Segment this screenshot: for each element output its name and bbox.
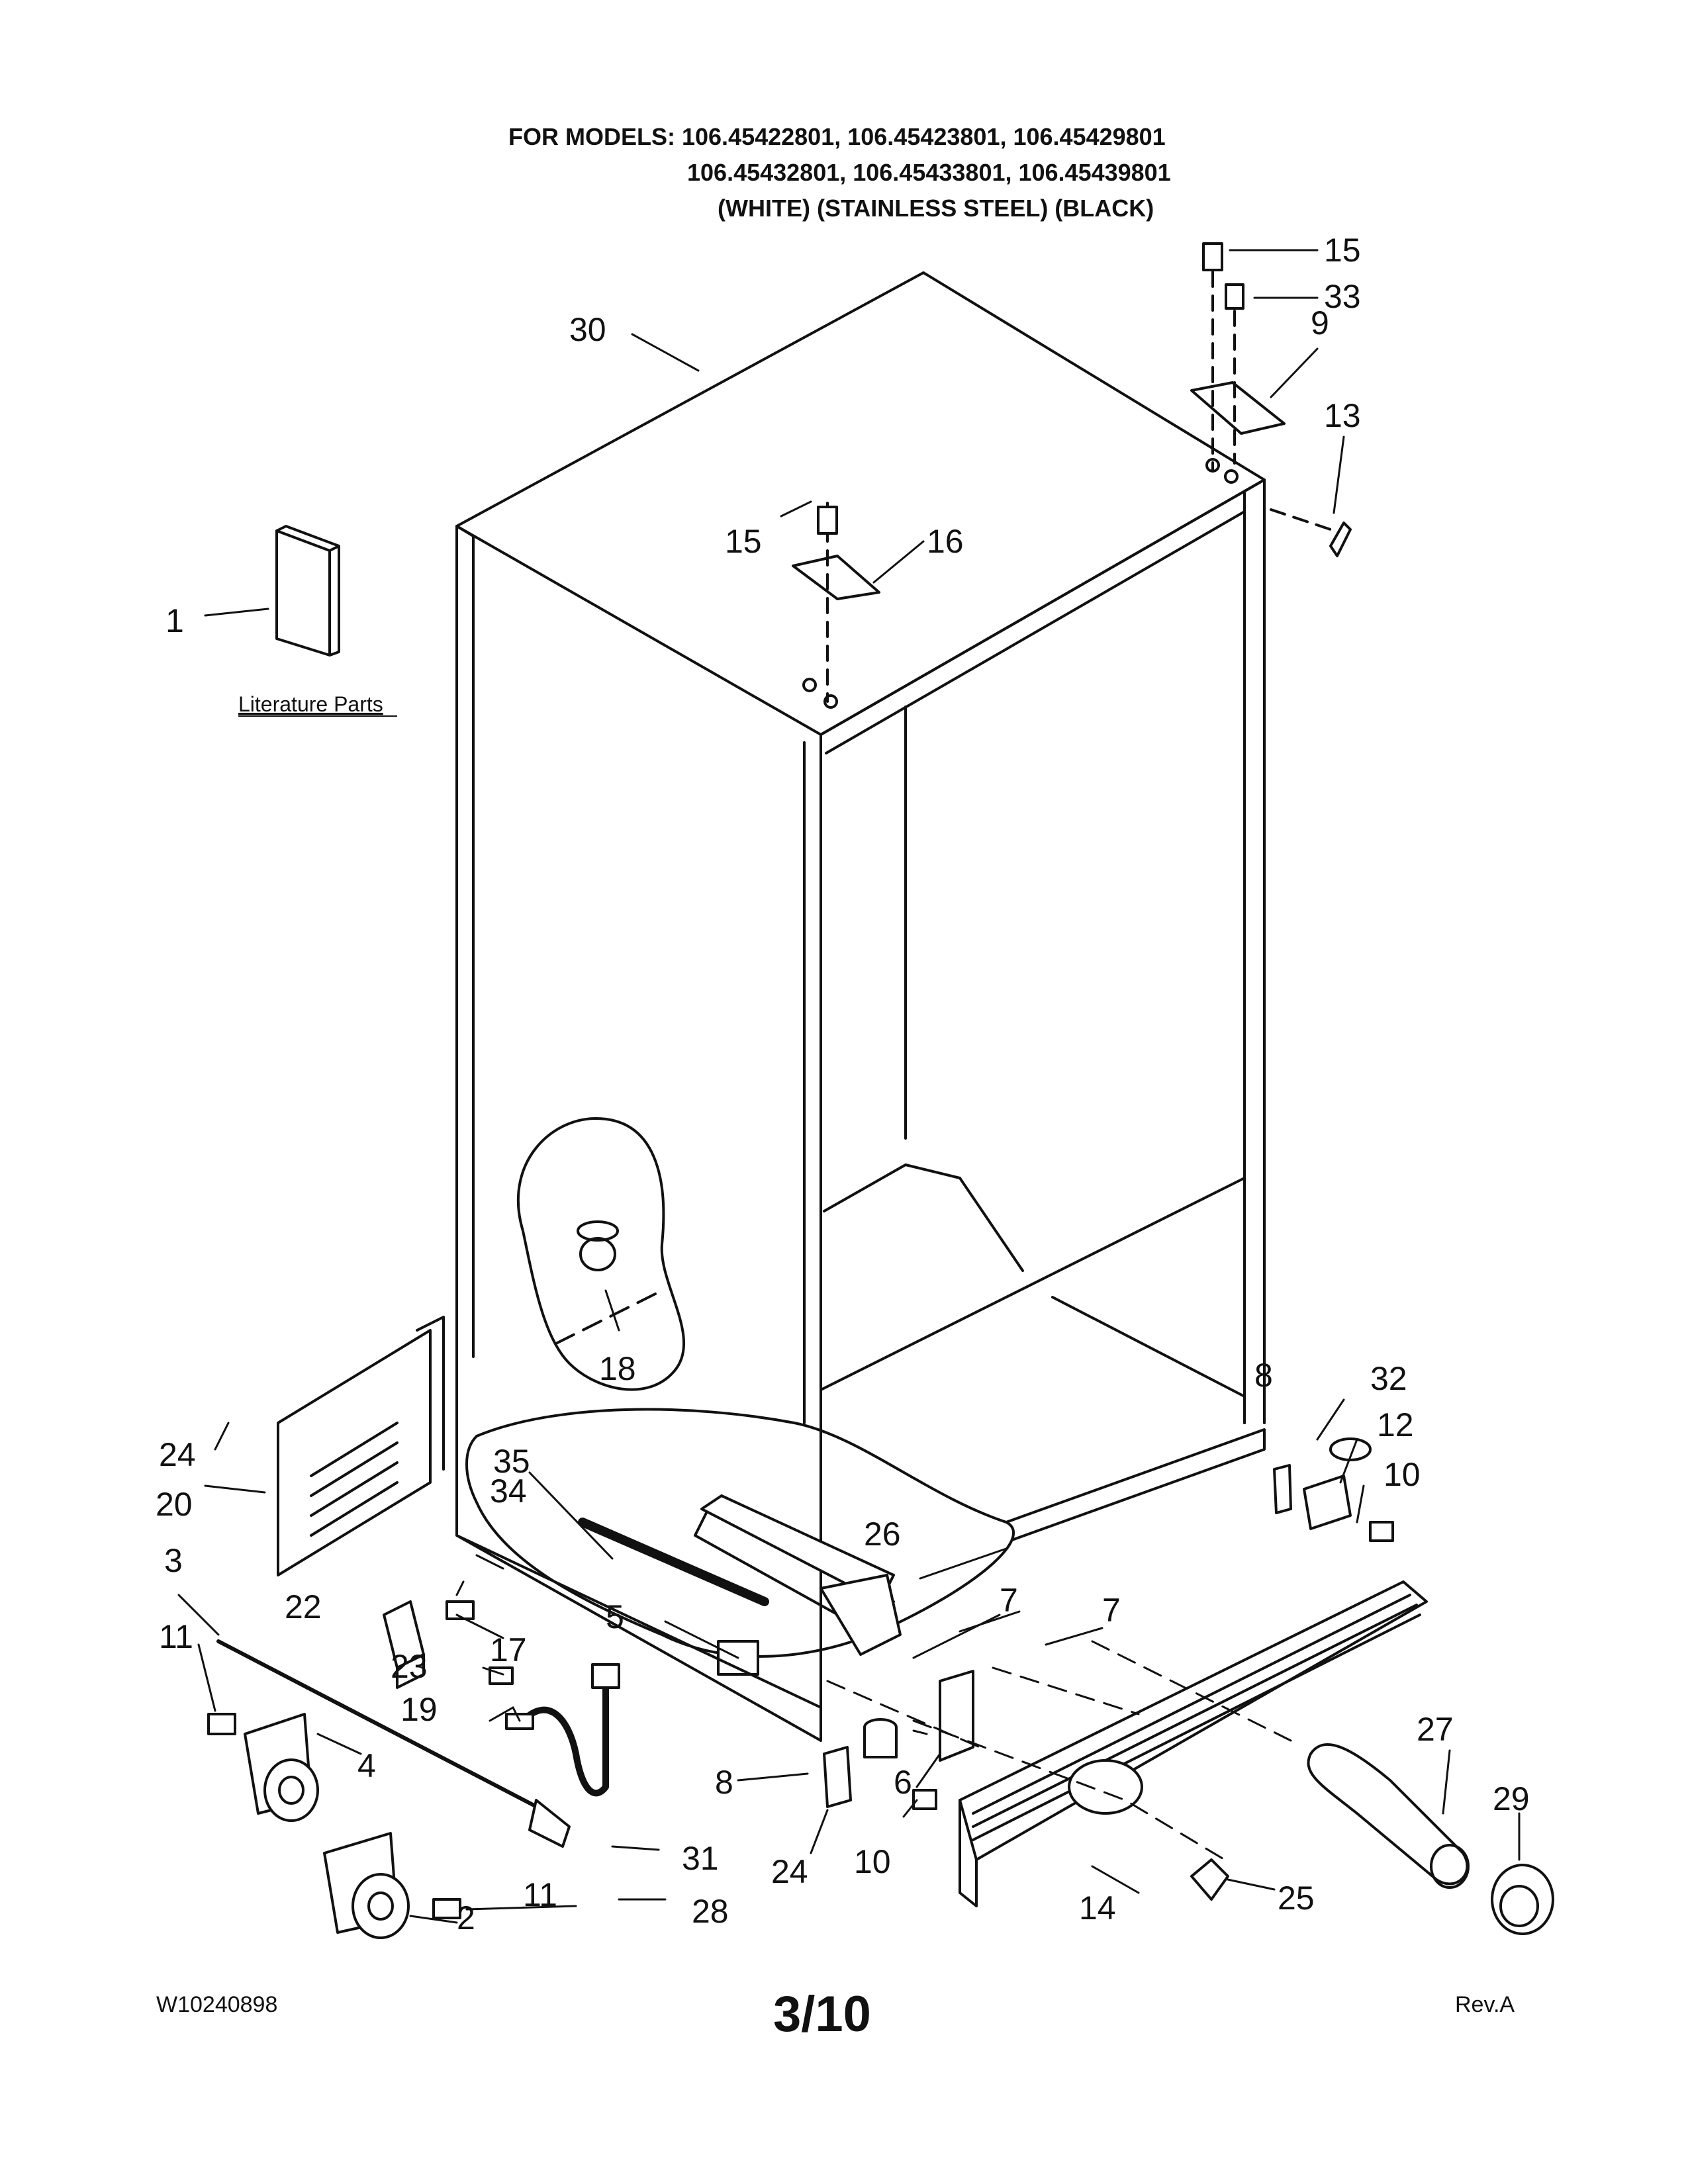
- part-number-label: 17: [490, 1631, 527, 1668]
- top-hinge-left: [792, 502, 880, 709]
- filter-cartridge: [1307, 1743, 1470, 1889]
- part-number-label: 6: [894, 1764, 912, 1801]
- part-number-label: 7: [1102, 1592, 1121, 1629]
- part-number-label: 19: [400, 1691, 438, 1728]
- cover-6: [939, 1670, 974, 1762]
- literature-booklet: [275, 525, 340, 657]
- part-number-label: 24: [771, 1853, 808, 1890]
- part-number-label: 23: [391, 1648, 428, 1685]
- part-number-label: 8: [1254, 1357, 1273, 1394]
- part-number-label: 16: [927, 523, 964, 560]
- part-number-label: 29: [1493, 1780, 1530, 1817]
- grille-14: [959, 1580, 1428, 1907]
- bottom-hinge-left: [823, 1718, 937, 1810]
- part-number-label: 15: [1324, 232, 1361, 269]
- part-number-label: 31: [682, 1840, 719, 1877]
- part-number-label: 32: [1370, 1360, 1407, 1397]
- water-tube: [505, 1663, 620, 1797]
- part-number-label: 22: [285, 1588, 322, 1625]
- part-number-label: 35: [493, 1443, 530, 1480]
- models-line-2: 106.45432801, 106.45433801, 106.45439801: [687, 159, 1171, 186]
- color-variants: (WHITE) (STAINLESS STEEL) (BLACK): [718, 195, 1154, 222]
- part-number-label: 11: [523, 1876, 557, 1913]
- cabinet: [455, 271, 1266, 1543]
- filter-housing: [700, 1494, 902, 1656]
- part-number-label: 10: [1383, 1456, 1421, 1493]
- part-number-label: 28: [692, 1893, 729, 1930]
- part-number-label: 12: [1377, 1406, 1414, 1443]
- part-number-label: 3: [164, 1542, 183, 1579]
- cutaway-grommet: [516, 1117, 686, 1391]
- part-number-label: 11: [159, 1618, 193, 1655]
- revision: Rev.A: [1455, 1992, 1515, 2017]
- part-number-label: 10: [854, 1843, 891, 1880]
- top-hinge-right: [1190, 242, 1352, 557]
- part-number-label: 20: [156, 1486, 193, 1523]
- alignment-lines: [826, 1640, 1292, 1861]
- bottom-hinge-right: [1273, 1437, 1394, 1542]
- part-number-label: 1: [165, 602, 184, 639]
- bracket-22: [383, 1600, 514, 1689]
- part-number-label: 2: [457, 1899, 475, 1936]
- part-number-label: 30: [569, 311, 606, 348]
- document-number: W10240898: [156, 1992, 278, 2017]
- filter-cap: [1491, 1864, 1554, 1935]
- part-number-label: 33: [1324, 278, 1361, 315]
- part-number-label: 9: [1311, 304, 1329, 341]
- part-number-label: 25: [1278, 1880, 1315, 1917]
- roller-rear-left: [323, 1832, 461, 1939]
- part-number-label: 14: [1079, 1889, 1116, 1927]
- part-number-label: 15: [725, 523, 762, 560]
- rear-panel: [277, 1316, 445, 1576]
- lower-cutaway: [465, 1408, 1015, 1676]
- part-number-label: 5: [606, 1598, 624, 1635]
- literature-parts-label: Literature Parts: [238, 692, 383, 716]
- models-line-1: FOR MODELS: 106.45422801, 106.45423801, …: [508, 123, 1166, 150]
- cabinet-base: [455, 1355, 822, 1742]
- page-number: 3/10: [773, 1986, 871, 2042]
- bypass-plug: [1190, 1858, 1229, 1901]
- part-number-label: 4: [357, 1747, 376, 1784]
- part-number-label: 13: [1324, 397, 1361, 434]
- part-number-label: 18: [599, 1350, 636, 1387]
- part-number-label: 26: [864, 1516, 901, 1553]
- part-number-label: 24: [159, 1436, 196, 1473]
- part-number-label: 7: [1000, 1582, 1018, 1619]
- leader-arrows: [177, 249, 1521, 1924]
- roller-front-left: [207, 1713, 319, 1822]
- leveling-rod: [216, 1639, 571, 1848]
- part-number-label: 34: [490, 1473, 527, 1510]
- part-number-label: 8: [715, 1764, 733, 1801]
- part-number-label: 27: [1417, 1711, 1454, 1748]
